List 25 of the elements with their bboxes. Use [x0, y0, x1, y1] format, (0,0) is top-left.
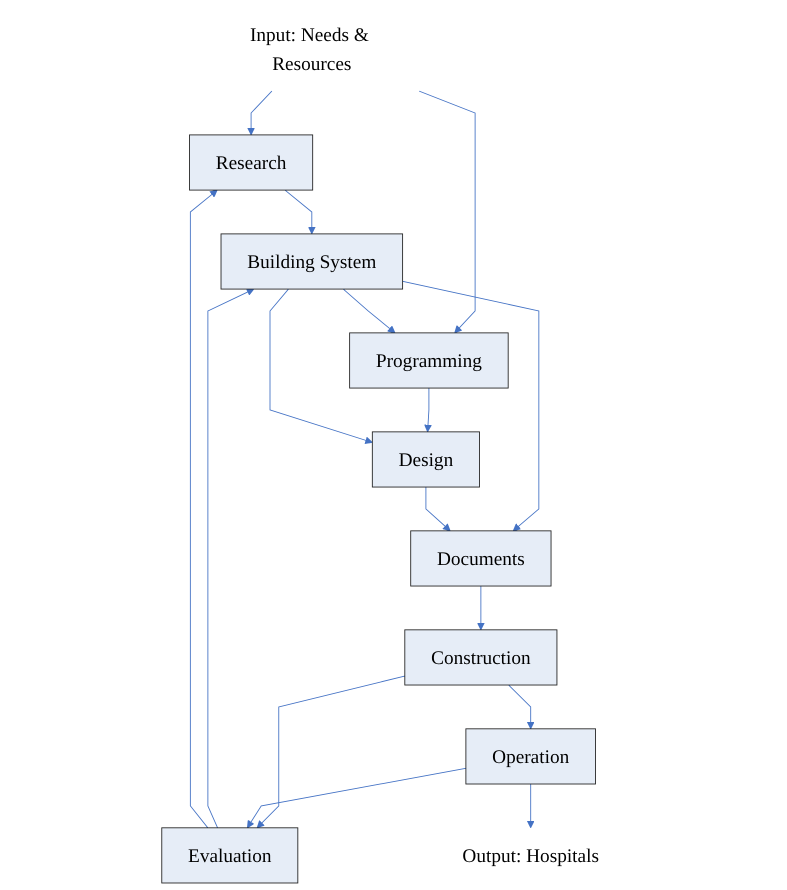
- arrow: [247, 90, 272, 136]
- arrow: [284, 190, 316, 234]
- arrow: [190, 190, 218, 828]
- arrow: [508, 684, 535, 730]
- arrow: [424, 388, 432, 432]
- arrow: [477, 586, 485, 630]
- arrow: [270, 288, 373, 444]
- arrow: [425, 486, 451, 532]
- node-box: Building System: [220, 233, 404, 290]
- node-box: Evaluation: [161, 827, 298, 884]
- arrow: [402, 280, 540, 532]
- node-box: Programming: [349, 332, 509, 388]
- arrow: [526, 784, 535, 828]
- node-box: Documents: [410, 530, 552, 586]
- node-box: Construction: [404, 629, 558, 686]
- arrow: [207, 288, 254, 828]
- arrow: [342, 288, 396, 334]
- node-text: Input: Needs & Resources: [250, 24, 369, 74]
- node-box: Design: [372, 431, 480, 488]
- arrow: [246, 768, 466, 828]
- node-text: Output: Hospitals: [462, 844, 599, 866]
- node-box: Operation: [465, 728, 596, 784]
- arrow: [418, 90, 476, 334]
- node-box: Research: [189, 134, 314, 191]
- arrow: [256, 676, 406, 828]
